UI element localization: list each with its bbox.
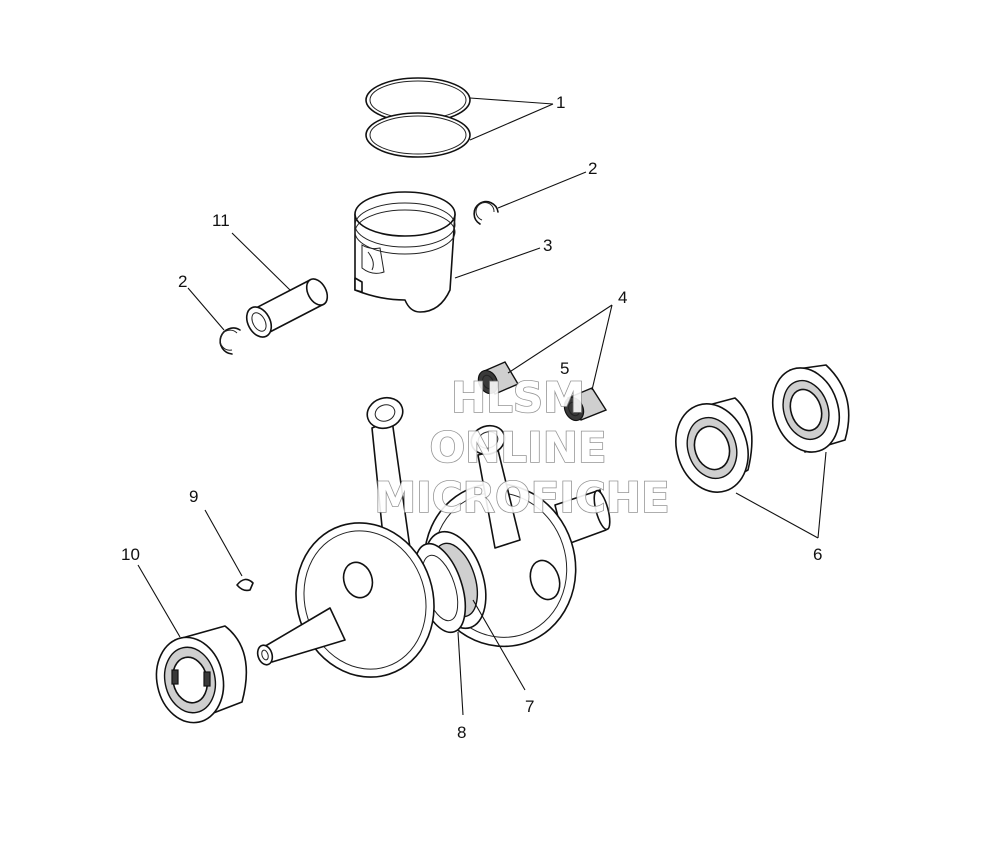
callout-2-right: 2 [588,159,597,178]
callout-9: 9 [189,487,198,506]
callout-5: 5 [560,359,569,378]
circlip-left[interactable] [219,327,241,355]
leader-lines [137,97,827,716]
watermark-line-1: HLSM [451,373,585,422]
needle-bearing-lower[interactable] [561,387,608,424]
callout-4: 4 [618,288,627,307]
watermark-line-2: ONLINE [429,423,606,472]
callout-2-left: 2 [178,272,187,291]
watermark: HLSM ONLINE MICROFICHE [374,372,671,523]
crankshaft-assembly[interactable] [255,393,613,695]
circlip-right[interactable] [473,200,499,225]
needle-bearing-upper[interactable] [475,361,520,397]
callout-3: 3 [543,236,552,255]
woodruff-key[interactable] [236,578,254,592]
piston-rings[interactable] [365,77,471,158]
main-bearing-right[interactable] [665,394,759,501]
roller-bearing[interactable] [149,625,248,729]
callout-8: 8 [457,723,466,742]
callout-1: 1 [556,93,565,112]
callout-10: 10 [121,545,140,564]
main-bearing-far-right[interactable] [762,359,850,461]
piston[interactable] [354,191,456,313]
callout-11: 11 [212,211,230,230]
callout-6: 6 [813,545,822,564]
watermark-line-3: MICROFICHE [374,473,669,522]
piston-pin[interactable] [242,275,332,341]
callout-7: 7 [525,697,534,716]
